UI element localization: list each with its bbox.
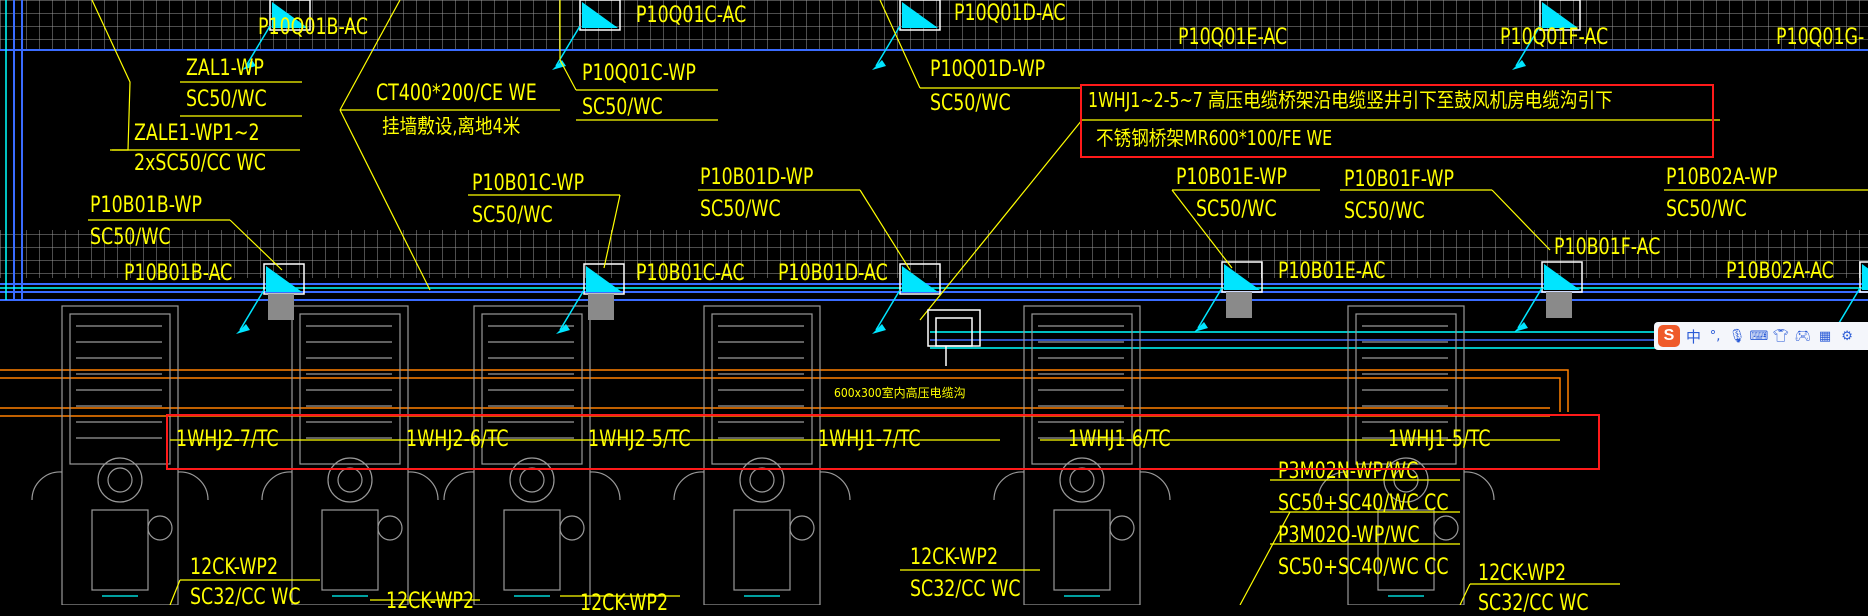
label-sc50-wc: SC50/WC — [186, 87, 267, 112]
label-sc50-wc: SC50/WC — [90, 225, 171, 250]
label-whj2-5: 1WHJ2-5/TC — [588, 427, 691, 452]
label-12ck: 12CK-WP2 — [190, 555, 279, 580]
label-12ck: 12CK-WP2 — [910, 545, 999, 570]
label-p10b01e-wp: P10B01E-WP — [1176, 165, 1288, 190]
label-sc50-wc: SC50/WC — [1196, 197, 1277, 222]
label-sc32: SC32/CC WC — [190, 585, 301, 610]
label-p10q01f-ac: P10Q01F-AC — [1500, 25, 1609, 50]
label-tray-note: 1WHJ1~2-5~7 高压电缆桥架沿电缆竖井引下至鼓风机房电缆沟引下 — [1088, 88, 1613, 112]
label-p10b01d-ac: P10B01D-AC — [778, 261, 888, 286]
label-sc50-wc: SC50/WC — [1666, 197, 1747, 222]
label-zale1: ZALE1-WP1~2 — [134, 121, 260, 146]
label-12ck: 12CK-WP2 — [580, 591, 669, 616]
label-p10q01g: P10Q01G- — [1776, 25, 1865, 50]
punctuation-icon[interactable]: °, — [1709, 328, 1721, 344]
device-symbol — [236, 263, 305, 334]
device-symbol — [872, 263, 941, 334]
label-p3m02o: P3M02O-WP/WC — [1278, 523, 1420, 548]
skin-icon[interactable]: 👕︎ — [1772, 328, 1790, 344]
highlight-box-cable-labels — [166, 414, 1600, 470]
game-icon[interactable]: 🎮︎ — [1794, 328, 1812, 344]
label-p10b01f-wp: P10B01F-WP — [1344, 167, 1455, 192]
label-p10b01e-ac: P10B01E-AC — [1278, 259, 1386, 284]
pump-units — [31, 305, 1495, 605]
microphone-icon[interactable]: 🎙︎ — [1728, 328, 1746, 344]
device-symbol — [1194, 261, 1263, 332]
label-whj1-7: 1WHJ1-7/TC — [818, 427, 921, 452]
label-sc50-wc: SC50/WC — [472, 203, 553, 228]
label-p3m02n: P3M02N-WP/WC — [1278, 459, 1419, 484]
pump-unit — [1317, 305, 1495, 605]
ime-language-toggle[interactable]: 中 — [1686, 327, 1702, 346]
pump-unit — [31, 305, 209, 605]
label-whj1-5: 1WHJ1-5/TC — [1388, 427, 1491, 452]
label-p10b01d-wp: P10B01D-WP — [700, 165, 814, 190]
label-sc50-wc: SC50/WC — [582, 95, 663, 120]
label-sc50-wc: SC50/WC — [930, 91, 1011, 116]
label-whj2-6: 1WHJ2-6/TC — [406, 427, 509, 452]
label-sc32: SC32/CC WC — [1478, 591, 1589, 616]
device-symbol — [242, 0, 311, 70]
label-12ck: 12CK-WP2 — [1478, 561, 1567, 586]
leader-lines — [88, 0, 1868, 605]
label-2xsc50: 2xSC50/CC WC — [134, 151, 266, 176]
label-p10q01c-ac: P10Q01C-AC — [636, 3, 747, 28]
device-symbol — [1514, 261, 1583, 332]
label-p10b01b-wp: P10B01B-WP — [90, 193, 202, 218]
label-sc32: SC32/CC WC — [910, 577, 1021, 602]
label-sc50-wc: SC50/WC — [1344, 199, 1425, 224]
trench-symbol — [927, 309, 981, 366]
label-p10q01c-wp: P10Q01C-WP — [582, 61, 696, 86]
label-whj2-7: 1WHJ2-7/TC — [176, 427, 279, 452]
sogou-logo-icon[interactable]: S — [1658, 325, 1680, 347]
label-whj1-6: 1WHJ1-6/TC — [1068, 427, 1171, 452]
keyboard-icon[interactable]: ⌨ — [1749, 328, 1769, 344]
device-symbol — [1512, 0, 1581, 70]
pump-unit — [993, 305, 1171, 605]
label-12ck: 12CK-WP2 — [386, 589, 475, 614]
label-p10b02a-wp: P10B02A-WP — [1666, 165, 1778, 190]
label-tray-spec: 不锈钢桥架MR600*100/FE WE — [1096, 126, 1333, 150]
pump-unit — [261, 305, 439, 605]
device-symbols — [236, 0, 1868, 334]
highlight-box-tray-note — [1080, 84, 1714, 158]
label-p10q01d-ac: P10Q01D-AC — [954, 1, 1066, 26]
pump-unit — [443, 305, 621, 605]
grid-strip-middle — [0, 230, 1868, 278]
label-ct400: CT400*200/CE WE — [376, 81, 537, 106]
settings-icon[interactable]: ⚙ — [1841, 328, 1853, 344]
label-p10b01f-ac: P10B01F-AC — [1554, 235, 1661, 260]
device-symbol — [872, 0, 941, 70]
label-sc50sc40: SC50+SC40/WC CC — [1278, 555, 1449, 580]
label-trench: 600x300室内高压电缆沟 — [834, 386, 966, 400]
label-ct400-note: 挂墙敷设,离地4米 — [382, 114, 521, 138]
label-sc50sc40: SC50+SC40/WC CC — [1278, 491, 1449, 516]
pump-unit — [673, 305, 851, 605]
label-p10q01e-ac: P10Q01E-AC — [1178, 25, 1288, 50]
ime-toolbar[interactable]: S 中 °, 🎙︎ ⌨ 👕︎ 🎮︎ ▦ ⚙ — [1654, 322, 1868, 350]
label-p10b01c-ac: P10B01C-AC — [636, 261, 745, 286]
device-symbol — [556, 263, 625, 334]
label-p10b01c-wp: P10B01C-WP — [472, 171, 585, 196]
label-sc50-wc: SC50/WC — [700, 197, 781, 222]
label-p10q01d-wp: P10Q01D-WP — [930, 57, 1046, 82]
cable-lines — [0, 369, 1569, 417]
label-p10b01b-ac: P10B01B-AC — [124, 261, 233, 286]
label-p10b02a-ac: P10B02A-AC — [1726, 259, 1834, 284]
label-p10q01b-ac: P10Q01B-AC — [258, 15, 369, 40]
tools-icon[interactable]: ▦ — [1818, 328, 1832, 344]
label-zal1-wp: ZAL1-WP — [186, 56, 264, 81]
